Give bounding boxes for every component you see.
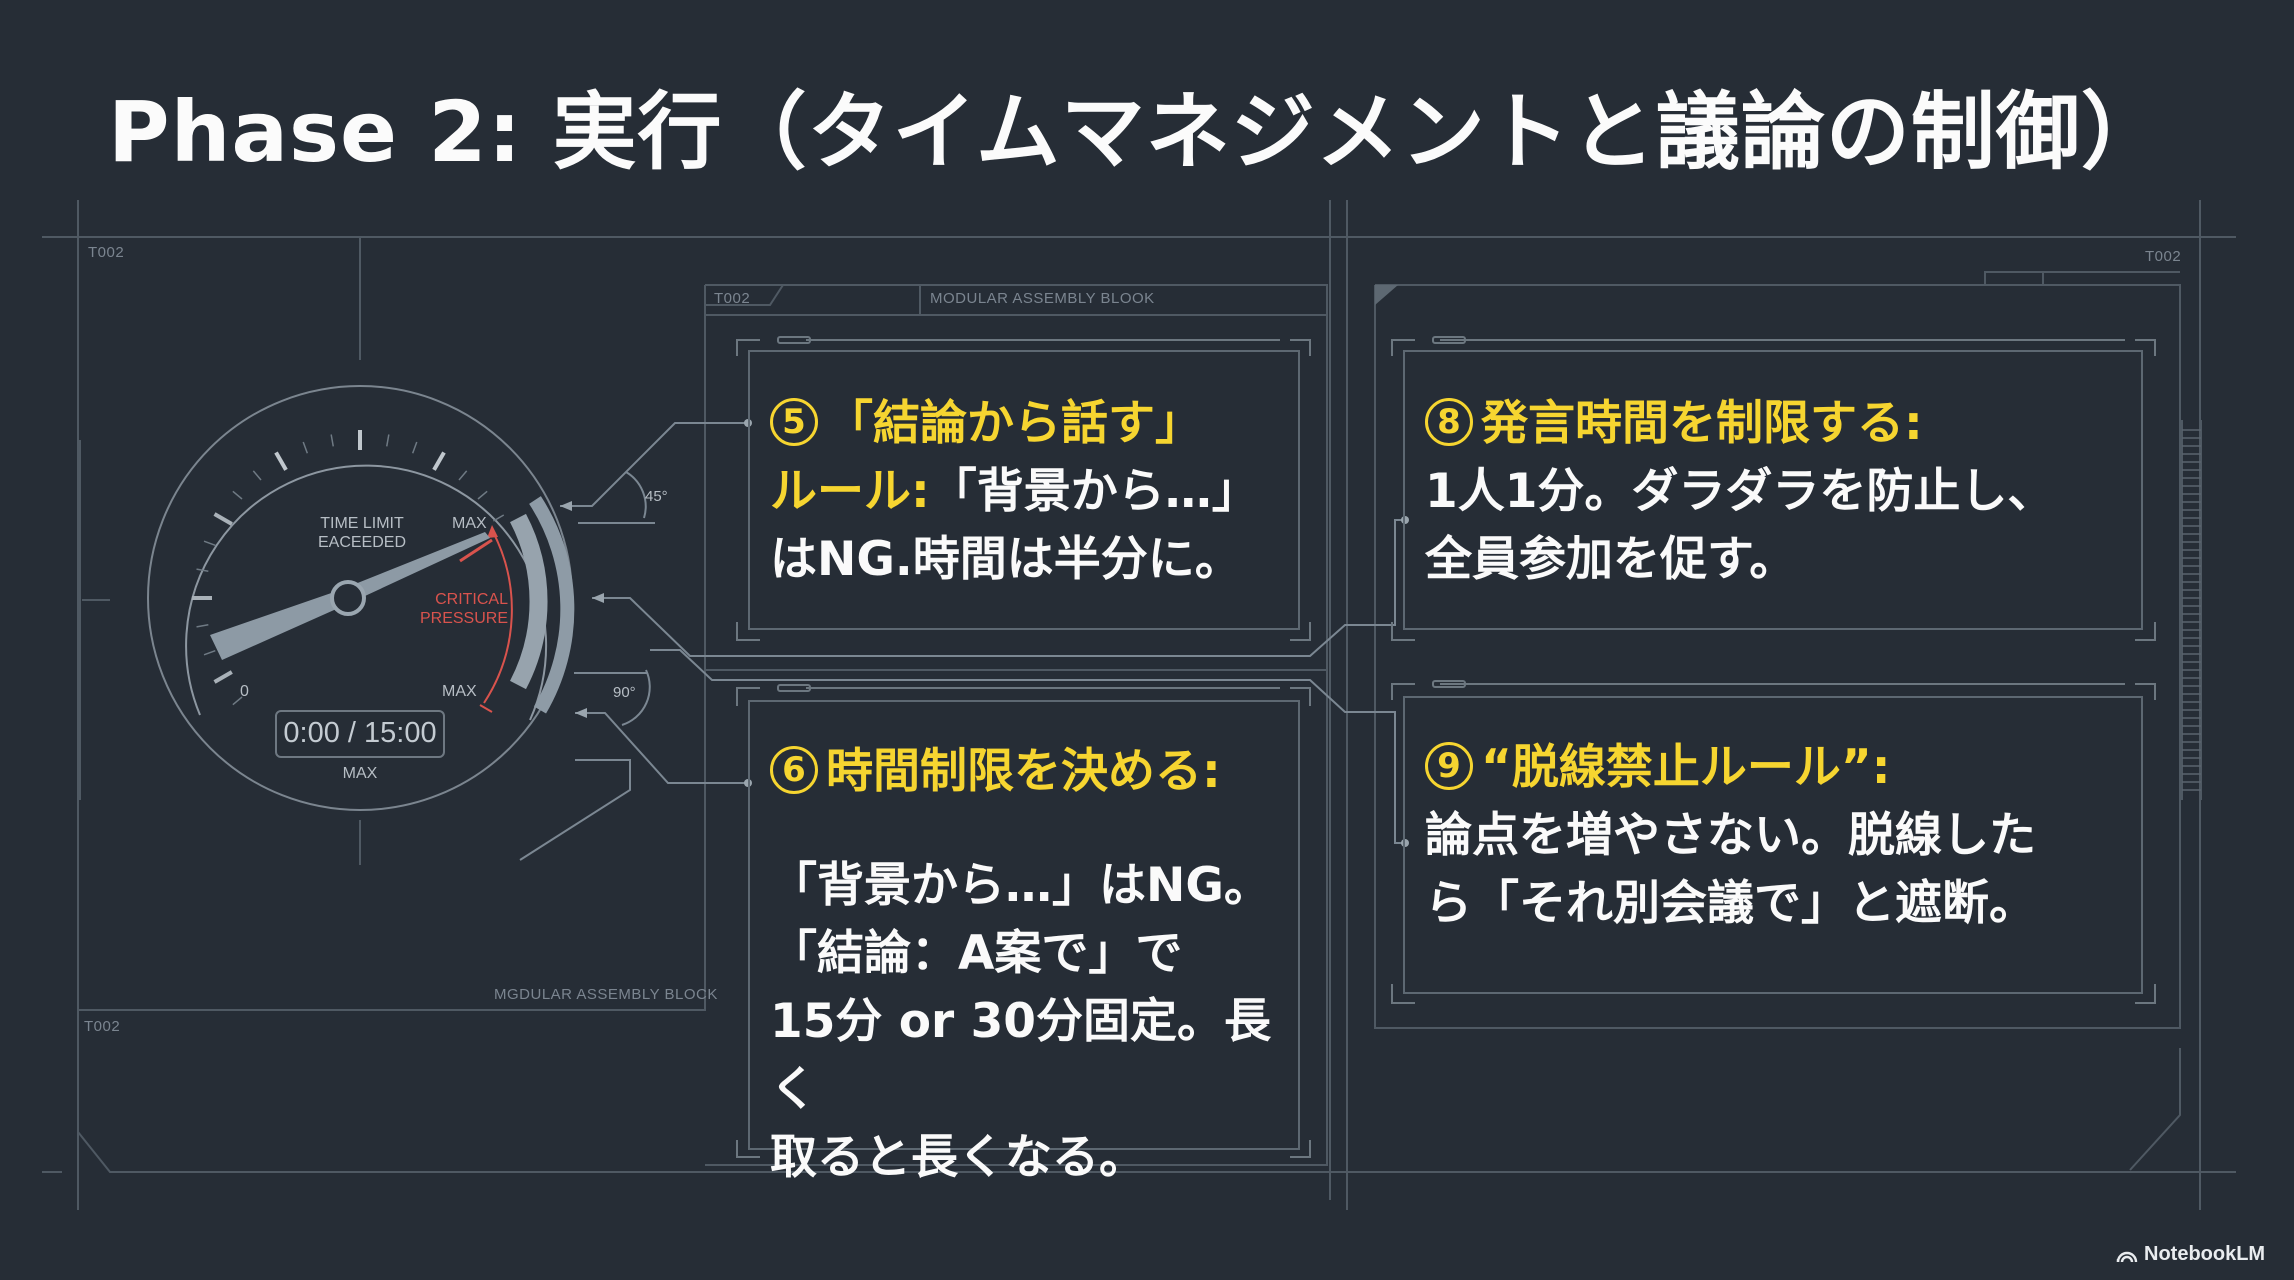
frame-tag-top-right: T002 [2145, 248, 2182, 265]
card-5-heading: 「結論から話す」 [826, 396, 1202, 451]
card-9-heading: “脱線禁止ルール”: [1481, 740, 1891, 795]
card-5-heading-line2: ルール: [770, 464, 930, 519]
card-5-body-inline: 「背景から…」 [929, 464, 1259, 519]
number-badge-5: 5 [770, 398, 818, 446]
angle-90-label: 90° [613, 684, 636, 701]
slide-title: Phase 2: 実行（タイムマネジメントと議論の制御） [108, 83, 2166, 181]
card-6-body-line4: 取ると長くなる。 [770, 1130, 1146, 1185]
card-6-body-line3: 15分 or 30分固定。長く [770, 994, 1272, 1117]
number-badge-8: 8 [1425, 398, 1473, 446]
card-9-body-line1: 論点を増やさない。脱線した [1425, 808, 2036, 863]
max-label-top: MAX [452, 515, 487, 532]
gauge-dial-icon [147, 385, 575, 811]
card-8-body-line2: 全員参加を促す。 [1425, 532, 1797, 587]
card-6-body-line2: 「結論：A案で」で [770, 926, 1183, 981]
max-label-mid: MAX [442, 683, 477, 700]
time-limit-label-line1: TIME LIMIT [320, 515, 404, 532]
frame-tag-top-left: T002 [88, 244, 125, 261]
critical-label-line1: CRITICAL [435, 591, 508, 608]
number-badge-6: 6 [770, 746, 818, 794]
number-badge-9: 9 [1425, 742, 1473, 790]
card-header-label: MODULAR ASSEMBLY BLOOK [930, 290, 1155, 307]
card-9-body-line2: ら「それ別会議で」と遮断。 [1425, 876, 2036, 931]
card-5-body: はNG.時間は半分に。 [770, 532, 1242, 587]
card-6-body-line1: 「背景から…」はNG。 [770, 858, 1271, 913]
frame-tag-bottom-left: T002 [84, 1018, 121, 1035]
card-8-heading: 発言時間を制限する: [1481, 396, 1923, 451]
card-6-heading: 時間制限を決める: [826, 744, 1221, 799]
zero-label: 0 [240, 683, 249, 700]
card-8-body-line1: 1人1分。ダラダラを防止し、 [1425, 464, 2055, 519]
time-limit-label-line2: EACEEDED [317, 534, 407, 551]
rule-card-5: 5「結論から話す」 ルール:「背景から…」 はNG.時間は半分に。 [748, 350, 1300, 630]
angle-45-label: 45° [645, 488, 668, 505]
critical-label-line2: PRESSURE [419, 610, 508, 627]
gauge-block-label: MGDULAR ASSEMBLY BLOCK [494, 986, 718, 1003]
notebooklm-logo-icon [2116, 1251, 2138, 1262]
timer-display: 0:00 / 15:00 [275, 710, 445, 758]
watermark-label: NotebookLM [2144, 1243, 2266, 1265]
card-header-tag: T002 [714, 290, 751, 307]
rule-card-9: 9“脱線禁止ルール”: 論点を増やさない。脱線した ら「それ別会議で」と遮断。 [1403, 696, 2143, 994]
time-limit-gauge: TIME LIMIT EACEEDED MAX CRITICAL PRESSUR… [140, 380, 600, 820]
notebooklm-watermark: NotebookLM [2116, 1243, 2265, 1266]
max-label-bottom: MAX [342, 765, 378, 782]
